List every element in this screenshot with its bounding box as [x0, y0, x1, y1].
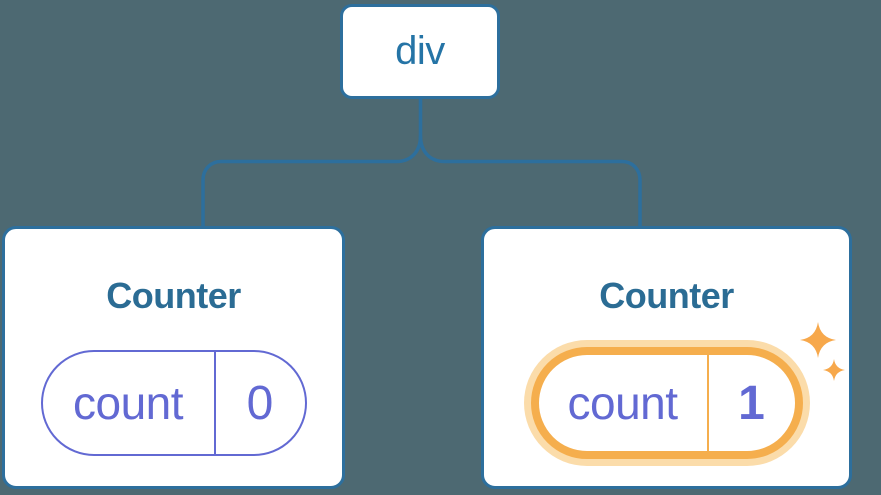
pill-divider — [706, 355, 709, 451]
connector-left-branch — [201, 97, 423, 227]
component-title: Counter — [599, 275, 734, 316]
counter-card-right: Counter count 1 — [481, 226, 852, 489]
state-key-label: count — [567, 377, 678, 429]
state-value: 0 — [246, 376, 274, 430]
connector-right-branch — [418, 135, 642, 227]
root-node-label: div — [395, 29, 445, 73]
state-key-label: count — [72, 377, 184, 429]
pill-divider — [213, 352, 216, 454]
state-pill-highlighted: count 1 — [530, 347, 803, 459]
component-title: Counter — [106, 275, 241, 316]
root-node-div: div — [340, 4, 500, 99]
counter-card-left: Counter count 0 — [2, 226, 345, 489]
sparkles-icon — [800, 322, 845, 381]
state-pill: count 0 — [40, 350, 307, 456]
state-value: 1 — [738, 376, 765, 430]
